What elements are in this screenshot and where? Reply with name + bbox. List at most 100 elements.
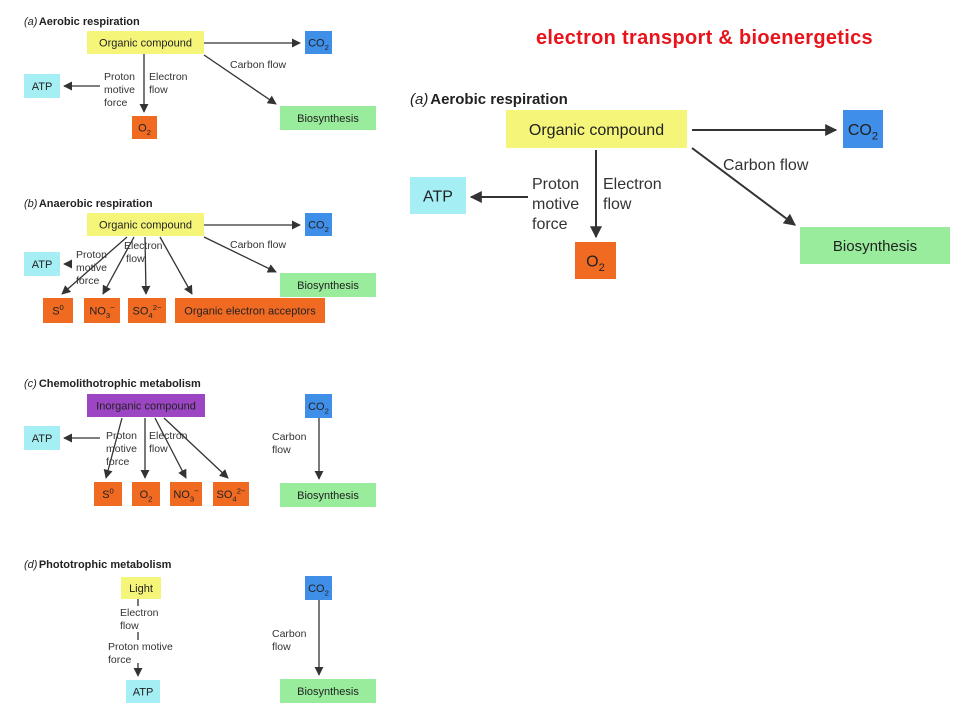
b-organic-acceptors-box-label: Organic electron acceptors (184, 305, 316, 317)
a-o2-box: O2​ (132, 116, 157, 139)
b-so4-box: SO42−​ (128, 298, 166, 323)
panel-zoom-heading: Aerobic respiration (430, 91, 568, 108)
d-co2-box: CO2​ (305, 576, 332, 600)
c-label-flow: flow (149, 443, 168, 455)
c-co2-box-label: CO2​ (308, 401, 329, 415)
b-so4-box-label: SO42−​ (133, 303, 162, 320)
zoom-label-carbon-flow: Carbon flow (723, 157, 809, 174)
d-label-force: force (108, 654, 132, 666)
a-organic-compound-box-label: Organic compound (99, 37, 192, 49)
panel-a-heading: Aerobic respiration (39, 16, 140, 28)
a-biosynthesis-box-label: Biosynthesis (297, 113, 359, 125)
d-co2-box-label: CO2​ (308, 583, 329, 597)
b-arrow-to-so4 (141, 236, 151, 295)
zoom-co2-box: CO2​ (843, 110, 883, 148)
zoom-atp-box: ATP (410, 177, 466, 214)
d-label-carbon: Carbon (272, 628, 307, 640)
a-label-flow: flow (149, 84, 168, 96)
d-label-electron: Electron (120, 607, 159, 619)
zoom-label-proton: Proton (532, 176, 579, 193)
c-atp-box-label: ATP (32, 433, 53, 445)
c-co2-box: CO2​ (305, 394, 332, 418)
a-label-force: force (104, 97, 128, 109)
zoom-label-force: force (532, 216, 568, 233)
zoom-co2-box-label: CO2​ (848, 122, 878, 143)
b-co2-box-label: CO2​ (308, 219, 329, 233)
c-arrow-to-s0 (103, 417, 123, 479)
b-arrow-to-biosynthesis (203, 236, 277, 273)
d-label-flow-2: flow (272, 641, 291, 653)
zoom-organic-compound-box-label: Organic compound (529, 122, 664, 139)
b-label-proton: Proton (76, 249, 107, 261)
a-atp-box: ATP (24, 74, 60, 98)
d-atp-box: ATP (126, 680, 160, 703)
b-label-flow: flow (126, 253, 145, 265)
zoom-label-flow: flow (603, 196, 632, 213)
c-inorganic-compound-box-label: Inorganic compound (96, 400, 196, 412)
c-label-electron: Electron (149, 430, 188, 442)
a-o2-box-label: O2​ (138, 122, 151, 136)
b-biosynthesis-box: Biosynthesis (280, 273, 376, 297)
b-label-motive: motive (76, 262, 107, 274)
c-atp-box: ATP (24, 426, 60, 450)
b-s0-box: S0​ (43, 298, 73, 323)
c-arrow-to-so4 (163, 417, 229, 479)
zoom-o2-box-label: O2​ (586, 253, 605, 274)
panel-b-letter: (b) (24, 198, 38, 210)
panel-d-letter: (d) (24, 559, 38, 571)
panel-a-letter: (a) (24, 16, 38, 28)
zoom-biosynthesis-box: Biosynthesis (800, 227, 950, 264)
a-biosynthesis-box: Biosynthesis (280, 106, 376, 130)
c-label-force: force (106, 456, 130, 468)
panel-c-letter: (c) (24, 378, 37, 390)
zoom-biosynthesis-box-label: Biosynthesis (833, 238, 917, 255)
c-so4-box-label: SO42−​ (217, 487, 246, 504)
d-label-flow: flow (120, 620, 139, 632)
a-co2-box: CO2​ (305, 31, 332, 54)
b-no3-box-label: NO3−​ (89, 303, 115, 320)
c-arrow-to-no3 (154, 417, 187, 479)
d-label-proton-motive: Proton motive (108, 641, 173, 653)
d-biosynthesis-box: Biosynthesis (280, 679, 376, 703)
a-label-electron: Electron (149, 71, 188, 83)
c-biosynthesis-box: Biosynthesis (280, 483, 376, 507)
a-organic-compound-box: Organic compound (87, 31, 204, 54)
zoom-label-electron: Electron (603, 176, 662, 193)
a-label-proton: Proton (104, 71, 135, 83)
zoom-o2-box: O2​ (575, 242, 616, 279)
d-light-box-label: Light (129, 583, 153, 595)
a-arrow-to-biosynthesis (203, 54, 277, 105)
b-arrow-to-no3 (102, 236, 135, 295)
b-atp-box: ATP (24, 252, 60, 276)
d-biosynthesis-box-label: Biosynthesis (297, 686, 359, 698)
c-label-flow-2: flow (272, 444, 291, 456)
b-arrow-to-s0 (61, 236, 128, 295)
c-o2-box-label: O2​ (140, 489, 153, 503)
zoom-arrow-to-biosynthesis (691, 147, 796, 226)
a-label-carbon-flow: Carbon flow (230, 59, 286, 71)
b-label-force: force (76, 275, 100, 287)
zoom-organic-compound-box: Organic compound (506, 110, 687, 148)
b-organic-acceptors-box: Organic electron acceptors (175, 298, 325, 323)
c-biosynthesis-box-label: Biosynthesis (297, 490, 359, 502)
c-s0-box-label: S0​ (102, 487, 114, 501)
b-s0-box-label: S0​ (52, 303, 64, 317)
d-atp-box-label: ATP (133, 686, 154, 698)
a-atp-box-label: ATP (32, 81, 53, 93)
c-label-carbon: Carbon (272, 431, 307, 443)
a-label-motive: motive (104, 84, 135, 96)
c-so4-box: SO42−​ (213, 482, 249, 506)
b-organic-compound-box-label: Organic compound (99, 219, 192, 231)
slide-title: electron transport & bioenergetics (536, 27, 873, 49)
panel-d-heading: Phototrophic metabolism (39, 559, 172, 571)
b-co2-box: CO2​ (305, 213, 332, 236)
c-label-proton: Proton (106, 430, 137, 442)
c-no3-box: NO3−​ (170, 482, 202, 506)
zoom-atp-box-label: ATP (423, 188, 453, 205)
panel-zoom-letter: (a) (410, 91, 428, 108)
panel-c-heading: Chemolithotrophic metabolism (39, 378, 201, 390)
c-inorganic-compound-box: Inorganic compound (87, 394, 205, 417)
b-label-electron: Electron (124, 240, 163, 252)
c-label-motive: motive (106, 443, 137, 455)
